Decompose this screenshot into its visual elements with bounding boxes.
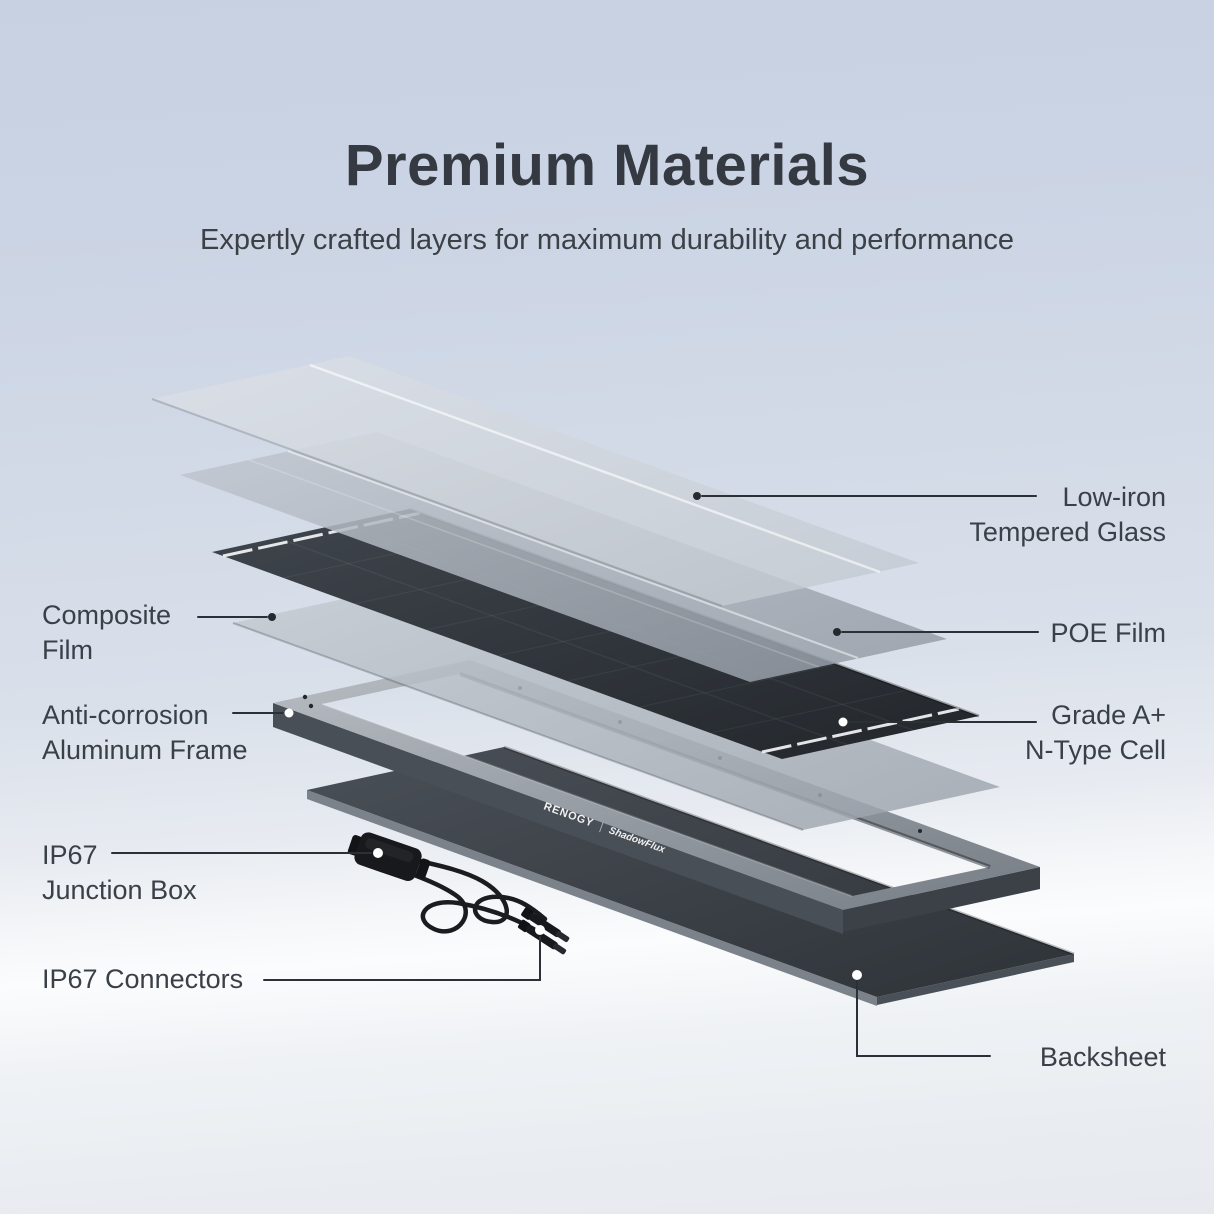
- composite-film-surface: [233, 580, 1000, 830]
- poe-film-surface: [180, 432, 947, 682]
- callout-dot-poe-film: [833, 628, 841, 636]
- callout-dot-junction-box: [373, 848, 383, 858]
- logo-divider: |: [598, 821, 605, 833]
- layer-composite-film: [232, 580, 1000, 831]
- cell-surface: [212, 509, 979, 759]
- backsheet-front-bevel: [307, 790, 877, 1006]
- leader-backsheet: [856, 979, 991, 1057]
- backsheet-edge-shadow: [503, 745, 1075, 956]
- callout-lines: [111, 495, 1039, 1057]
- callout-dot-connectors: [535, 925, 545, 935]
- label-n-type-cell: Grade A+ N-Type Cell: [1024, 700, 1166, 765]
- frame-inner-highlight: [321, 703, 853, 897]
- leader-connectors: [263, 936, 541, 981]
- layer-tempered-glass: [151, 356, 919, 607]
- callout-dots: [268, 492, 862, 980]
- callout-dot-n-type-cell: [838, 717, 848, 727]
- callout-dot-tempered-glass: [693, 492, 701, 500]
- mc4-connectors: [518, 907, 570, 955]
- page-title: Premium Materials: [344, 132, 870, 198]
- frame-front-face: [273, 703, 843, 934]
- label-connectors: IP67 Connectors: [42, 964, 244, 994]
- backsheet-side-bevel: [877, 954, 1074, 1005]
- frame-right-face: [843, 867, 1040, 932]
- callout-dot-composite-film: [268, 613, 276, 621]
- label-composite-film: Composite Film: [42, 600, 172, 665]
- label-backsheet: Backsheet: [1039, 1042, 1166, 1072]
- solar-cable-1: [406, 856, 548, 925]
- glass-edge: [151, 398, 723, 607]
- junction-box-assembly: [347, 832, 570, 955]
- poe-sheen-2: [248, 459, 820, 668]
- label-tempered-glass: Low-iron Tempered Glass: [969, 482, 1166, 547]
- composite-film-edge: [232, 622, 804, 831]
- glass-sheen: [309, 363, 881, 574]
- label-poe-film: POE Film: [1050, 618, 1166, 648]
- label-aluminum-frame: Anti-corrosion Aluminum Frame: [42, 700, 248, 765]
- layer-poe-film: [180, 432, 947, 682]
- label-junction-box: IP67 Junction Box: [42, 840, 197, 905]
- glass-surface: [152, 356, 919, 606]
- callout-dot-aluminum-frame: [284, 708, 294, 718]
- poe-sheen: [287, 450, 859, 659]
- solar-cable-2: [400, 868, 540, 934]
- junction-box: [347, 832, 431, 881]
- callout-dot-backsheet: [852, 970, 862, 980]
- cell-busbar-right: [761, 707, 960, 754]
- page-subtitle: Expertly crafted layers for maximum dura…: [200, 224, 1014, 256]
